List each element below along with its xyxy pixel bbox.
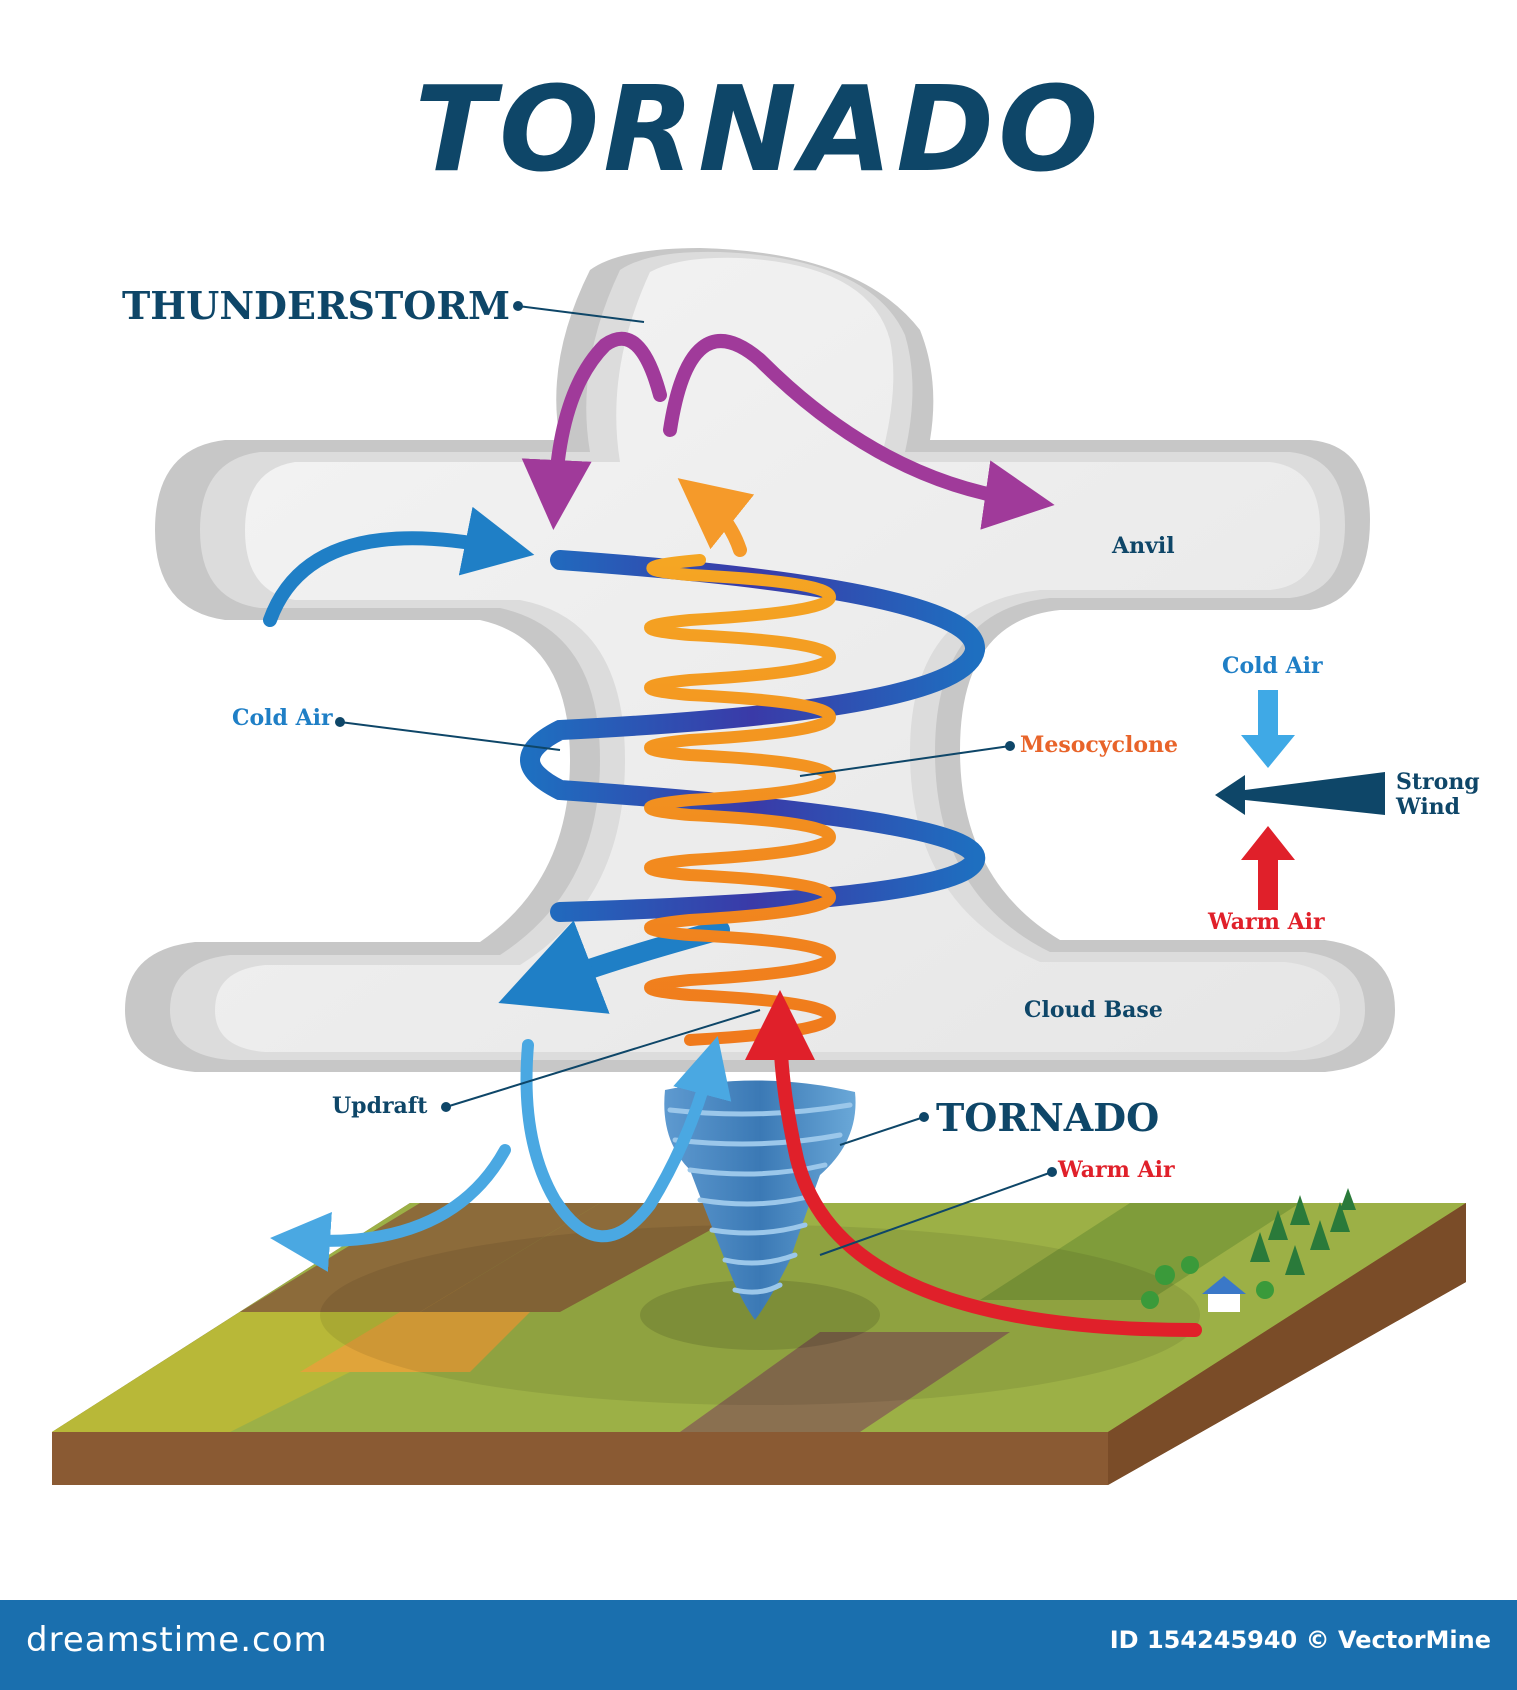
leader-lines — [339, 305, 1053, 1256]
label-thunderstorm: THUNDERSTORM — [122, 283, 511, 328]
label-strong-wind-line2: Wind — [1396, 794, 1461, 821]
label-updraft: Updraft — [332, 1093, 428, 1119]
label-cloud-base: Cloud Base — [1024, 997, 1163, 1023]
downdraft-arrow-left — [521, 331, 667, 530]
outflow-arrow-left — [270, 1144, 511, 1272]
label-warm-air-ground: Warm Air — [1058, 1157, 1175, 1183]
mesocyclone-spring — [644, 554, 837, 1046]
label-strong-wind-line1: Strong — [1396, 769, 1480, 795]
label-anvil: Anvil — [1112, 533, 1175, 559]
ground-block — [52, 1203, 1466, 1485]
rear-downdraft-arrow — [520, 1036, 732, 1243]
label-cold-air-left: Cold Air — [232, 705, 333, 731]
warm-air-inflow-arrow — [745, 990, 1202, 1337]
footer-bar: dreamstime.com ID 154245940 © VectorMine — [0, 1600, 1517, 1690]
footer-credit: ID 154245940 © VectorMine — [1109, 1626, 1491, 1654]
label-cold-air-right: Cold Air — [1222, 653, 1323, 679]
right-legend-arrows — [1215, 690, 1385, 910]
footer-brand[interactable]: dreamstime.com — [26, 1620, 328, 1660]
downdraft-arrow-right — [663, 334, 1055, 530]
thunderstorm-cloud — [125, 248, 1395, 1072]
label-warm-air-right: Warm Air — [1208, 909, 1325, 935]
trees-and-house — [1141, 1188, 1356, 1312]
cold-air-inflow-arrow — [263, 506, 535, 627]
leader-dots — [335, 301, 1057, 1177]
label-mesocyclone: Mesocyclone — [1020, 732, 1179, 758]
label-tornado: TORNADO — [936, 1095, 1160, 1140]
label-strong-wind: Strong Wind — [1396, 769, 1480, 821]
tornado-funnel — [664, 1080, 856, 1320]
updraft-top-arrow — [677, 478, 755, 557]
diagram-title: Tornado — [414, 60, 1103, 198]
